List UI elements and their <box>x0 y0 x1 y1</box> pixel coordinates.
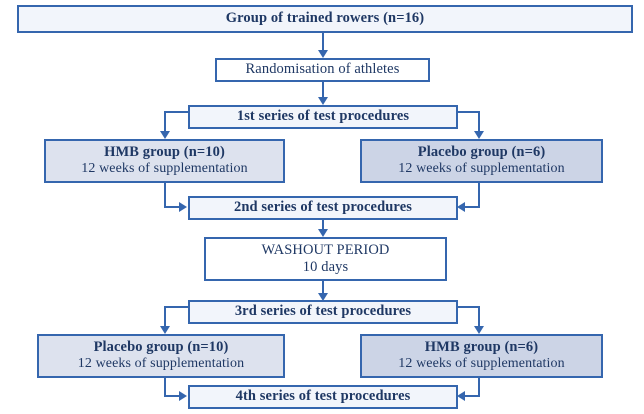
node-series3-label: 3rd series of test procedures <box>234 303 412 320</box>
arrowhead-series1-to-placebo-top <box>474 131 484 139</box>
node-placebo-group-top-line1: Placebo group (n=6) <box>417 144 546 161</box>
node-hmb-group-top-line2: 12 weeks of supplementation <box>81 161 248 177</box>
node-hmb-group-bottom-line2: 12 weeks of supplementation <box>398 356 565 372</box>
node-hmb-group-top-line1: HMB group (n=10) <box>104 144 225 161</box>
connector-hmb-top-drop <box>164 183 166 207</box>
node-placebo-group-top-line2: 12 weeks of supplementation <box>398 161 565 177</box>
node-series4: 4th series of test procedures <box>188 385 458 409</box>
connector-cohort-to-randomisation <box>322 33 324 51</box>
node-placebo-group-bottom: Placebo group (n=10) 12 weeks of supplem… <box>37 334 285 378</box>
node-placebo-group-bottom-line1: Placebo group (n=10) <box>93 339 229 356</box>
arrowhead-series1-to-hmb-top <box>160 131 170 139</box>
node-washout-period-line1: WASHOUT PERIOD <box>261 241 390 258</box>
connector-series1-right-stub <box>456 111 480 113</box>
connector-placebo-top-drop <box>478 183 480 207</box>
node-randomisation: Randomisation of athletes <box>215 58 430 82</box>
arrowhead-washout-to-series3 <box>318 293 328 301</box>
connector-randomisation-to-series1 <box>322 82 324 98</box>
node-cohort-label: Group of trained rowers (n=16) <box>225 10 425 27</box>
connector-washout-to-series3 <box>322 281 324 295</box>
node-series4-label: 4th series of test procedures <box>235 388 411 405</box>
arrowhead-series3-to-placebo-bottom <box>160 326 170 334</box>
arrowhead-hmb-top-to-series2 <box>179 202 187 212</box>
arrowhead-cohort-to-randomisation <box>318 50 328 58</box>
arrowhead-randomisation-to-series1 <box>318 97 328 105</box>
node-series2: 2nd series of test procedures <box>188 196 458 220</box>
node-series1-label: 1st series of test procedures <box>236 108 410 125</box>
connector-hmb-top-to-series2 <box>164 206 180 208</box>
node-cohort: Group of trained rowers (n=16) <box>17 5 633 33</box>
arrowhead-series2-to-washout <box>318 229 328 237</box>
connector-hmb-bottom-drop <box>478 378 480 396</box>
connector-series3-left-stub <box>164 306 190 308</box>
connector-hmb-bottom-to-series4 <box>464 395 480 397</box>
connector-series2-to-washout <box>322 220 324 231</box>
node-hmb-group-top: HMB group (n=10) 12 weeks of supplementa… <box>44 139 285 183</box>
node-hmb-group-bottom-line1: HMB group (n=6) <box>424 339 539 356</box>
node-placebo-group-top: Placebo group (n=6) 12 weeks of suppleme… <box>360 139 603 183</box>
arrowhead-placebo-bottom-to-series4 <box>179 391 187 401</box>
connector-series3-left-drop <box>164 306 166 327</box>
connector-placebo-top-to-series2 <box>464 206 480 208</box>
node-hmb-group-bottom: HMB group (n=6) 12 weeks of supplementat… <box>360 334 603 378</box>
connector-series3-right-drop <box>478 306 480 327</box>
node-series1: 1st series of test procedures <box>188 105 458 129</box>
connector-placebo-bottom-drop <box>164 378 166 396</box>
connector-series1-left-drop <box>164 111 166 132</box>
arrowhead-hmb-bottom-to-series4 <box>457 391 465 401</box>
connector-series1-right-drop <box>478 111 480 132</box>
node-placebo-group-bottom-line2: 12 weeks of supplementation <box>77 356 245 372</box>
connector-series3-right-stub <box>456 306 480 308</box>
node-washout-period-line2: 10 days <box>302 259 349 275</box>
node-series3: 3rd series of test procedures <box>188 300 458 324</box>
node-randomisation-label: Randomisation of athletes <box>245 61 400 78</box>
arrowhead-series3-to-hmb-bottom <box>474 326 484 334</box>
connector-series1-left-stub <box>164 111 190 113</box>
arrowhead-placebo-top-to-series2 <box>457 202 465 212</box>
node-series2-label: 2nd series of test procedures <box>234 199 412 216</box>
node-washout-period: WASHOUT PERIOD 10 days <box>204 237 447 281</box>
connector-placebo-bottom-to-series4 <box>164 395 180 397</box>
